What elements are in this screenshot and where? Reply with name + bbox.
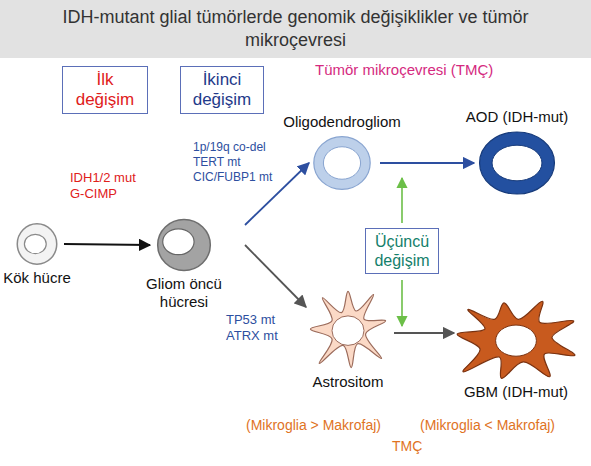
cell-nucleus xyxy=(332,316,364,346)
cell-outline xyxy=(17,224,56,264)
cell-label: Astrositom xyxy=(313,373,384,391)
cell-drawing xyxy=(16,222,58,266)
title-area: IDH-mutant glial tümörlerde genomik deği… xyxy=(0,0,591,58)
cell-label: GBM (IDH-mut) xyxy=(464,383,568,401)
note-label: Tümör mikroçevresi (TMÇ) xyxy=(315,61,493,79)
change-label: İlk değişim xyxy=(71,70,139,110)
note-label: (Mikroglia < Makrofaj) xyxy=(420,417,555,434)
change-label: İkinci değişim xyxy=(189,70,255,110)
cell-node: AOD (IDH-mut) xyxy=(478,130,556,196)
cell-node: Astrositom xyxy=(308,288,388,370)
cell-outline xyxy=(314,137,370,190)
cell-outline xyxy=(158,220,211,271)
cell-nucleus xyxy=(163,229,194,255)
title-text: IDH-mutant glial tümörlerde genomik deği… xyxy=(61,6,531,52)
arrow-connector xyxy=(245,245,306,307)
note-label: (Mikroglia > Makrofaj) xyxy=(246,417,381,434)
cell-drawing xyxy=(478,130,556,196)
cell-nucleus xyxy=(496,325,537,356)
cell-outline xyxy=(480,132,555,194)
cell-drawing xyxy=(156,218,212,272)
cell-nucleus xyxy=(24,234,46,253)
cell-label: Oligodendrogliom xyxy=(283,113,401,131)
cell-label: Gliom öncü hücresi xyxy=(138,275,230,311)
cell-nucleus xyxy=(492,145,542,181)
mutation-label: TP53 mt ATRX mt xyxy=(226,312,286,344)
change-label: Üçüncü değişim xyxy=(374,232,430,270)
green-arrow-down xyxy=(401,280,403,326)
cell-drawing xyxy=(456,298,576,380)
cell-nucleus xyxy=(323,147,360,179)
change-box: İlk değişim xyxy=(62,66,148,114)
cell-node: Gliom öncü hücresi xyxy=(156,218,212,272)
cell-drawing xyxy=(308,288,388,370)
cell-label: AOD (IDH-mut) xyxy=(466,108,569,126)
note-label: TMÇ xyxy=(392,438,422,455)
cell-drawing xyxy=(312,135,372,191)
cell-node: Oligodendrogliom xyxy=(312,135,372,191)
mutation-label: 1p/19q co-del TERT mt CIC/FUBP1 mt xyxy=(193,140,287,185)
cell-node: GBM (IDH-mut) xyxy=(456,298,576,380)
glioblastoma-outline xyxy=(457,301,575,378)
change-box: İkinci değişim xyxy=(180,66,264,114)
arrow-connector xyxy=(394,332,454,334)
green-arrow-up xyxy=(401,178,403,223)
astrocyte-outline xyxy=(310,291,385,367)
cell-node: Kök hücre xyxy=(16,222,58,266)
arrow-connector xyxy=(64,244,150,245)
mutation-label: IDH1/2 mut G-CIMP xyxy=(70,170,150,202)
cell-label: Kök hücre xyxy=(3,269,71,287)
change-box: Üçüncü değişim xyxy=(365,228,439,274)
arrow-connector xyxy=(380,162,474,164)
